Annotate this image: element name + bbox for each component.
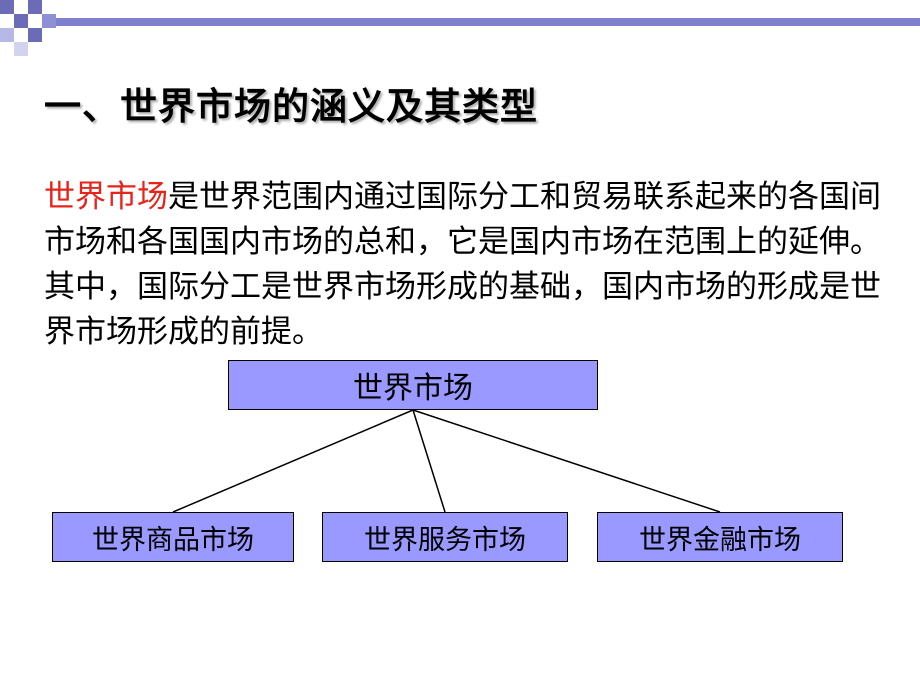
definition-paragraph: 世界市场是世界范围内通过国际分工和贸易联系起来的各国间市场和各国国内市场的总和，… bbox=[44, 175, 884, 355]
page-title: 一、世界市场的涵义及其类型 bbox=[44, 85, 538, 128]
diagram-node-goods-market: 世界商品市场 bbox=[52, 512, 294, 562]
paragraph-text: 是世界范围内通过国际分工和贸易联系起来的各国间市场和各国国内市场的总和，它是国内… bbox=[44, 179, 881, 350]
diagram-node-finance-market: 世界金融市场 bbox=[597, 512, 843, 562]
connector-line-1 bbox=[172, 409, 414, 513]
diagram-root-node: 世界市场 bbox=[228, 360, 598, 410]
connector-line-2 bbox=[412, 409, 446, 513]
highlighted-term: 世界市场 bbox=[44, 179, 168, 215]
corner-decoration bbox=[0, 0, 920, 56]
connector-line-3 bbox=[412, 409, 721, 513]
diagram-node-services-market: 世界服务市场 bbox=[322, 512, 568, 562]
